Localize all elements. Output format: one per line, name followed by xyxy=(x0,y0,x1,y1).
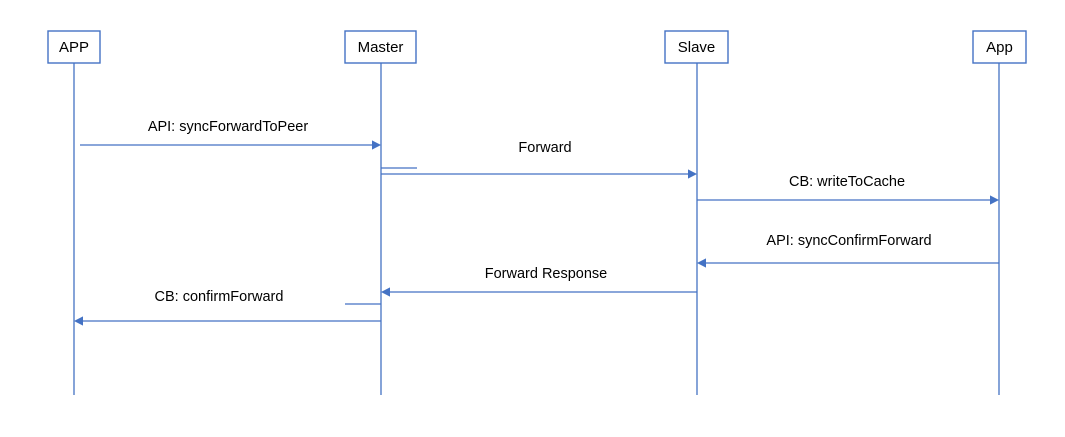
arrowhead-icon xyxy=(990,195,999,205)
message-label: CB: confirmForward xyxy=(155,289,284,305)
arrowhead-icon xyxy=(372,140,381,150)
arrowhead-icon xyxy=(381,287,390,297)
message-label: API: syncConfirmForward xyxy=(766,233,931,249)
connector-stubs-layer xyxy=(345,167,417,305)
message-msg-3[interactable]: CB: writeToCache xyxy=(697,174,999,205)
message-label: Forward Response xyxy=(485,266,608,282)
message-label: API: syncForwardToPeer xyxy=(148,119,309,135)
message-label: CB: writeToCache xyxy=(789,174,905,190)
actor-box-rect xyxy=(344,30,417,64)
actor-label: APP xyxy=(59,39,89,56)
message-msg-2[interactable]: Forward xyxy=(381,140,697,179)
actor-box-rect xyxy=(47,30,101,64)
actor-box-app_right[interactable]: App xyxy=(972,30,1027,64)
message-msg-4[interactable]: API: syncConfirmForward xyxy=(697,233,999,268)
actor-label: Slave xyxy=(678,39,716,56)
actor-label: App xyxy=(986,39,1013,56)
arrowhead-icon xyxy=(688,169,697,179)
actor-label: Master xyxy=(358,39,404,56)
arrowhead-icon xyxy=(697,258,706,268)
message-msg-5[interactable]: Forward Response xyxy=(381,266,697,297)
actor-boxes-layer: APP Master Slave App xyxy=(47,30,1027,64)
message-label: Forward xyxy=(518,140,571,156)
actor-box-master[interactable]: Master xyxy=(344,30,417,64)
lifelines-layer xyxy=(73,63,1000,395)
message-msg-1[interactable]: API: syncForwardToPeer xyxy=(80,119,381,150)
actor-box-rect xyxy=(664,30,729,64)
actor-box-app_left[interactable]: APP xyxy=(47,30,101,64)
actor-box-rect xyxy=(972,30,1027,64)
arrowhead-icon xyxy=(74,316,83,326)
message-msg-6[interactable]: CB: confirmForward xyxy=(74,289,381,326)
actor-box-slave[interactable]: Slave xyxy=(664,30,729,64)
